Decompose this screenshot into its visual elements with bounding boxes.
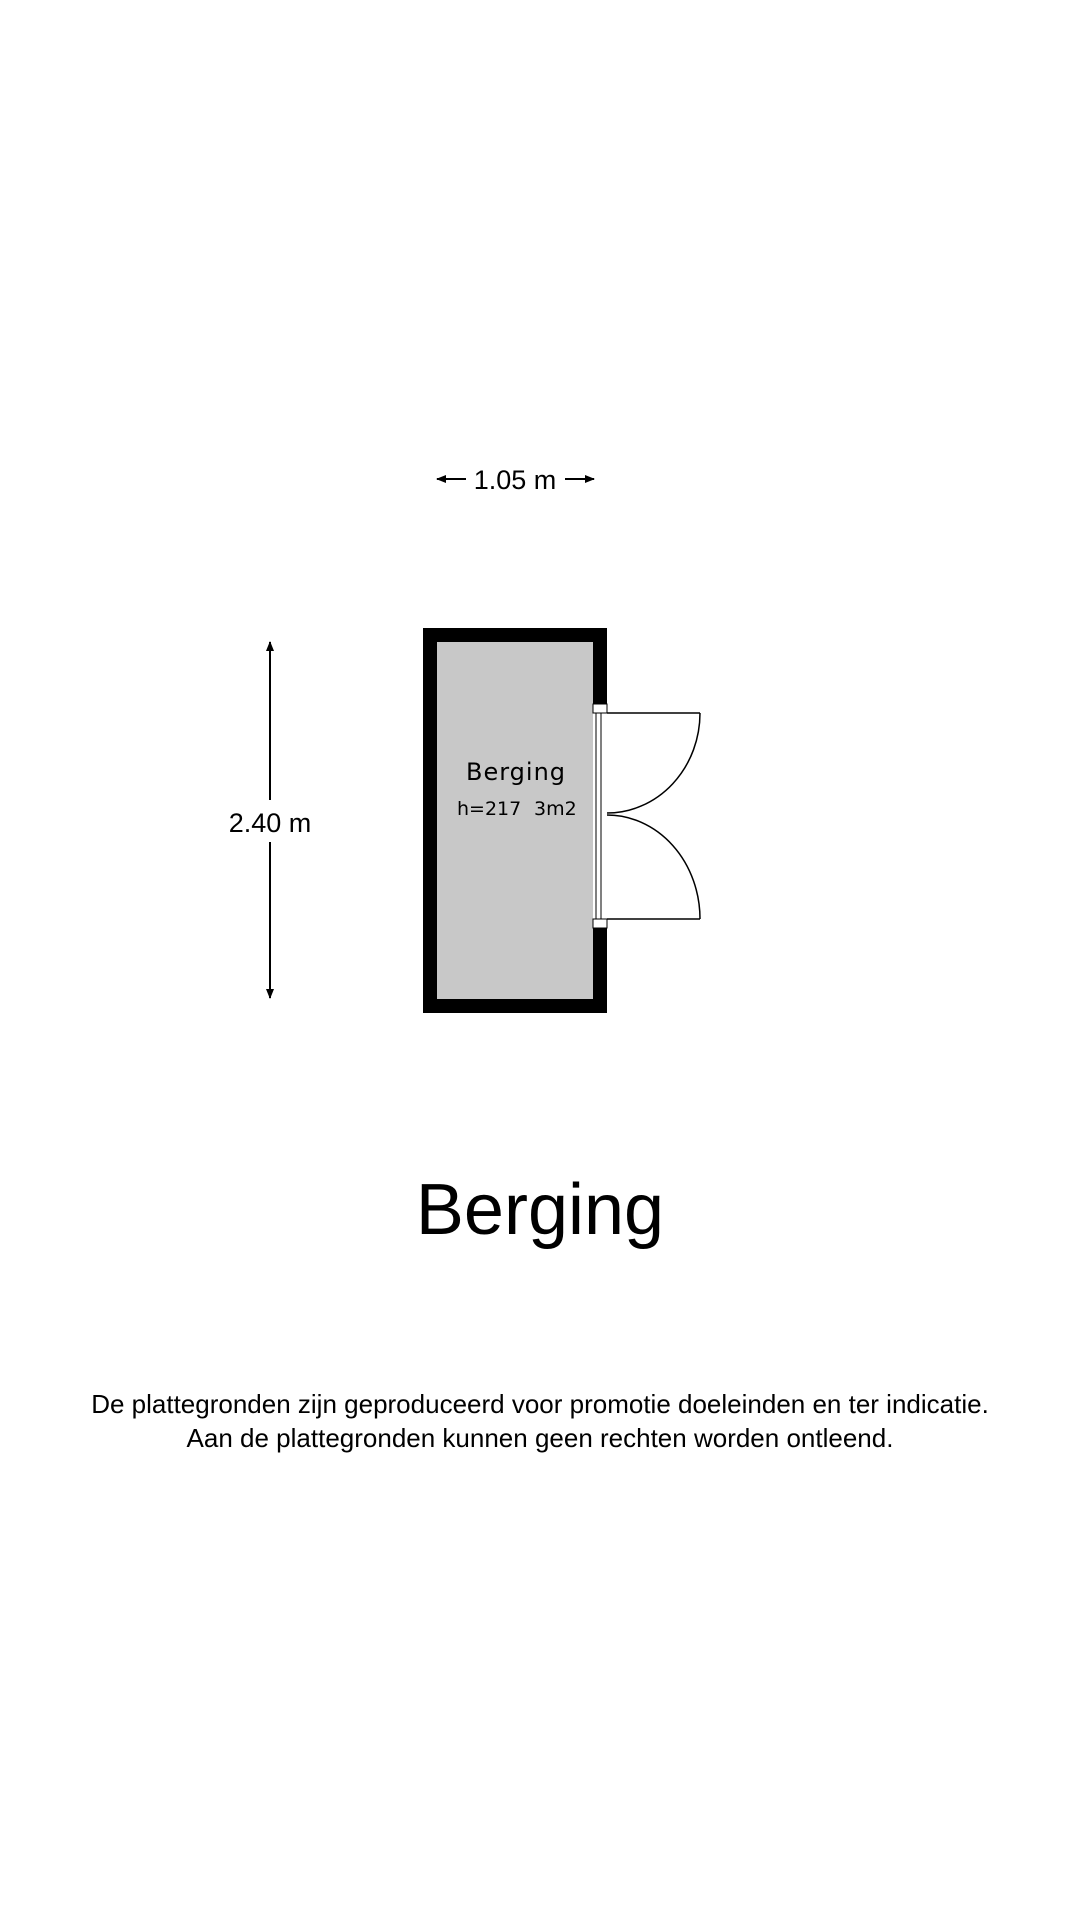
room-height: h=217	[457, 798, 521, 820]
disclaimer: De plattegronden zijn geproduceerd voor …	[0, 1387, 1080, 1455]
door-opening	[593, 704, 607, 928]
height-dimension: 2.40 m	[229, 641, 312, 999]
room-berging: Berging h=217 3m2	[423, 628, 701, 1013]
door-frame-top	[592, 703, 608, 714]
room-floor	[437, 642, 593, 999]
disclaimer-line-2: Aan de plattegronden kunnen geen rechten…	[186, 1423, 894, 1453]
width-label: 1.05 m	[474, 465, 557, 495]
disclaimer-line-1: De plattegronden zijn geproduceerd voor …	[91, 1389, 989, 1419]
room-name: Berging	[466, 758, 566, 786]
plan-title: Berging	[415, 1170, 665, 1250]
height-label: 2.40 m	[229, 808, 312, 838]
width-dimension: 1.05 m	[436, 465, 595, 495]
door-frame-bottom	[592, 918, 608, 929]
door-swing-top	[606, 712, 701, 814]
room-area: 3m2	[534, 798, 577, 820]
door-swing-bottom	[606, 814, 701, 920]
